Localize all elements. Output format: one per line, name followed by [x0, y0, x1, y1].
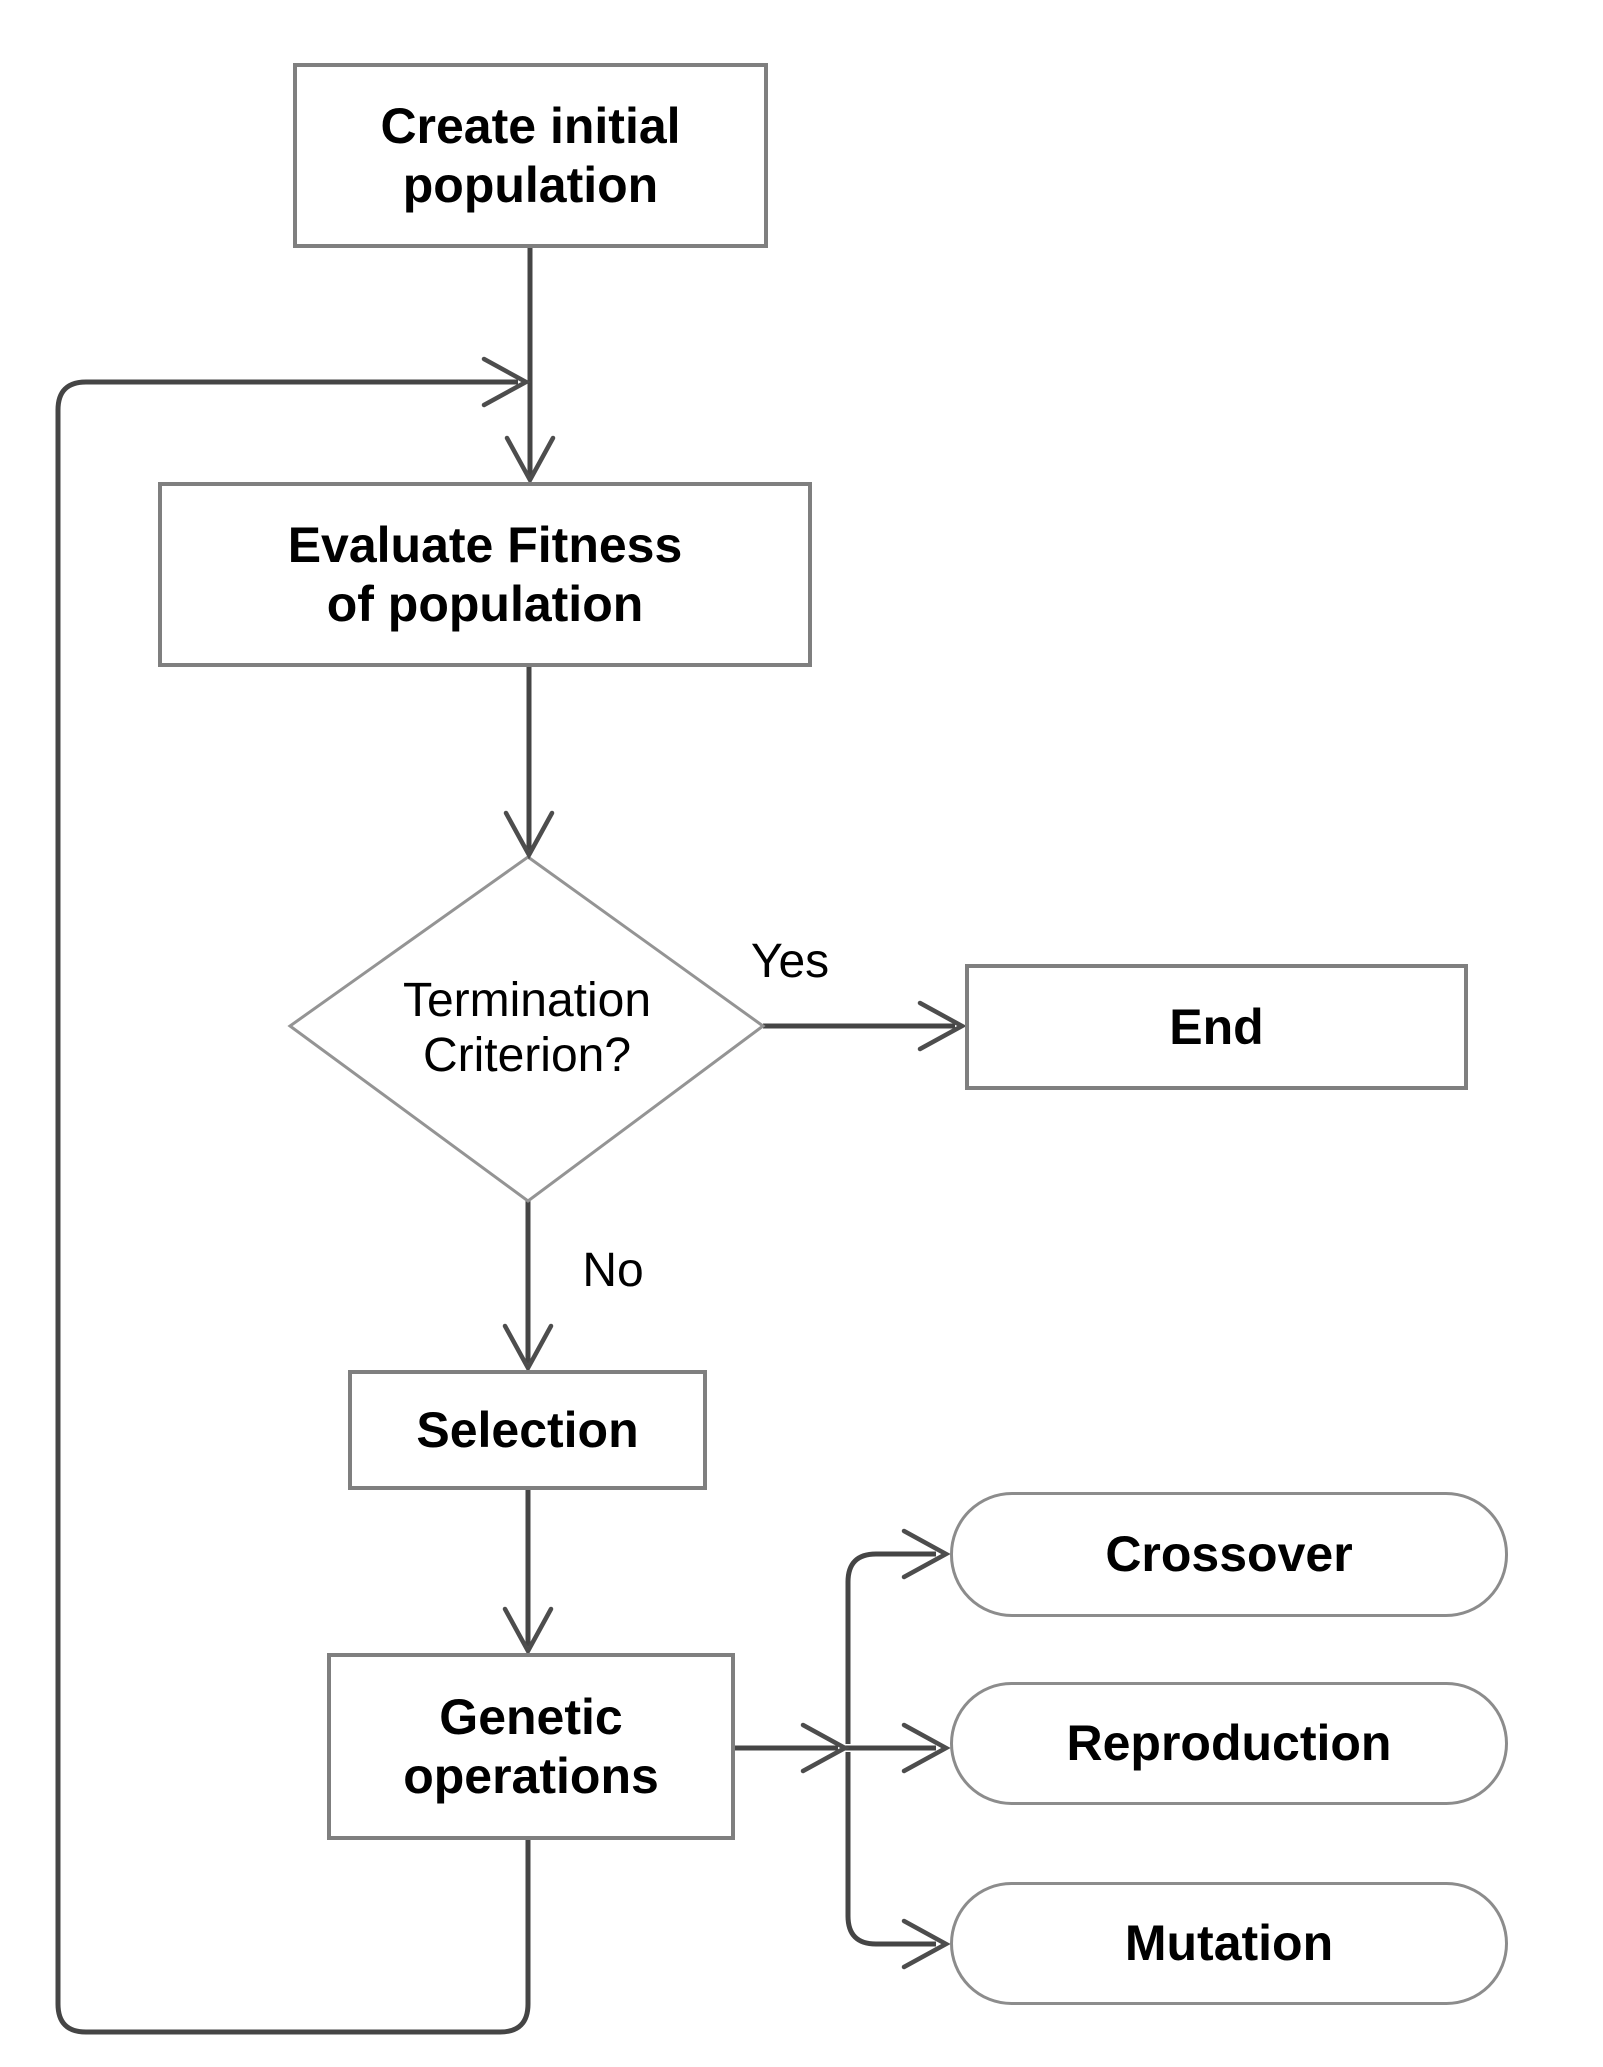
arrowhead-into-evaluate: [504, 435, 556, 485]
arrowhead-branch-junction: [800, 1722, 850, 1774]
arrowhead-into-end: [917, 1000, 967, 1052]
edge-branch-to-mutation: [845, 1752, 936, 1947]
node-selection: Selection: [348, 1370, 707, 1490]
arrowhead-into-termination: [503, 810, 555, 860]
node-mutation: Mutation: [950, 1882, 1508, 2005]
node-crossover: Crossover: [950, 1492, 1508, 1617]
node-termination-criterion-label: Termination Criterion?: [402, 973, 652, 1082]
node-evaluate-fitness: Evaluate Fitness of population: [158, 482, 812, 667]
arrowhead-into-mutation: [901, 1918, 951, 1970]
arrowhead-loop-junction: [481, 356, 531, 408]
termination-diamond-shape: [287, 855, 766, 1203]
edge-label-yes: Yes: [750, 935, 830, 989]
arrowhead-into-crossover: [901, 1528, 951, 1580]
edge-branch-to-crossover: [845, 1551, 936, 1744]
arrowhead-into-reproduction: [901, 1722, 951, 1774]
arrowhead-into-selection: [502, 1323, 554, 1373]
arrowhead-into-genetic: [502, 1606, 554, 1656]
node-genetic-operations: Genetic operations: [327, 1653, 735, 1840]
arrowheads: [481, 356, 967, 1970]
edge-loop-back: [55, 379, 531, 2035]
node-create-initial-population: Create initial population: [293, 63, 768, 248]
connector-lines: [55, 248, 955, 2035]
node-end: End: [965, 964, 1468, 1090]
edge-label-no: No: [582, 1244, 644, 1298]
node-reproduction: Reproduction: [950, 1682, 1508, 1805]
